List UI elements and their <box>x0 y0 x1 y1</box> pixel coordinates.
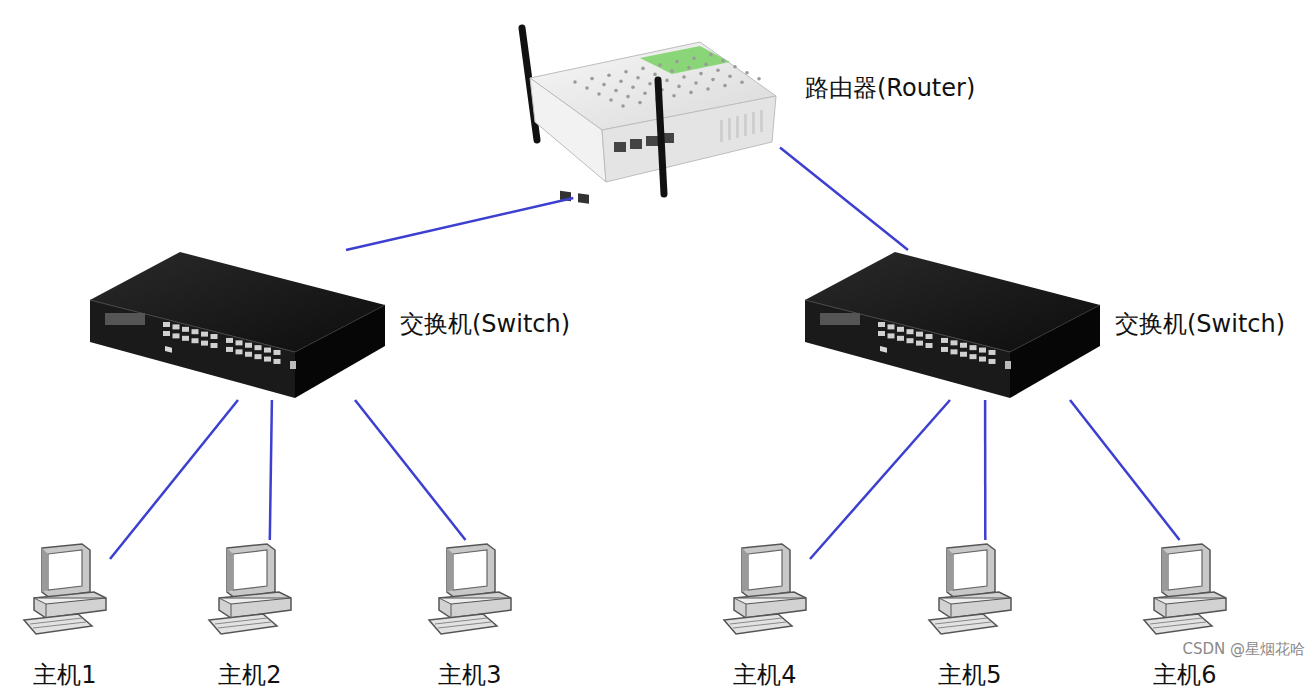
host-node: 主机6 <box>1140 540 1230 635</box>
network-link <box>270 400 272 540</box>
network-link <box>346 198 573 250</box>
network-link <box>984 400 987 540</box>
network-link <box>810 400 950 559</box>
host-illustration <box>1144 544 1226 634</box>
device-label: 主机4 <box>733 661 796 690</box>
device-label: 路由器(Router) <box>805 74 975 103</box>
device-label: 主机3 <box>438 661 501 690</box>
device-label: 主机2 <box>218 661 281 690</box>
router-illustration <box>522 28 776 204</box>
device-label: 交换机(Switch) <box>400 310 570 339</box>
switch-node: 交换机(Switch) <box>85 250 385 400</box>
watermark: CSDN @星烟花哈 <box>1182 640 1305 658</box>
network-link <box>1070 400 1180 540</box>
host-illustration <box>209 544 291 634</box>
switch-node: 交换机(Switch) <box>800 250 1100 400</box>
host-node: 主机2 <box>205 540 295 635</box>
host-node: 主机3 <box>425 540 515 635</box>
network-link <box>110 400 238 559</box>
network-link <box>780 148 908 250</box>
device-label: 交换机(Switch) <box>1115 310 1285 339</box>
switch-illustration <box>90 252 385 398</box>
device-label: 主机6 <box>1153 661 1216 690</box>
host-node: 主机5 <box>925 540 1015 635</box>
network-link <box>355 400 466 540</box>
router-node: 路由器(Router) <box>515 18 780 198</box>
host-illustration <box>429 544 511 634</box>
host-illustration <box>24 544 106 634</box>
host-node: 主机1 <box>20 540 110 635</box>
device-label: 主机1 <box>33 661 96 690</box>
host-illustration <box>929 544 1011 634</box>
host-node: 主机4 <box>720 540 810 635</box>
switch-illustration <box>805 252 1100 398</box>
device-label: 主机5 <box>938 661 1001 690</box>
host-illustration <box>724 544 806 634</box>
